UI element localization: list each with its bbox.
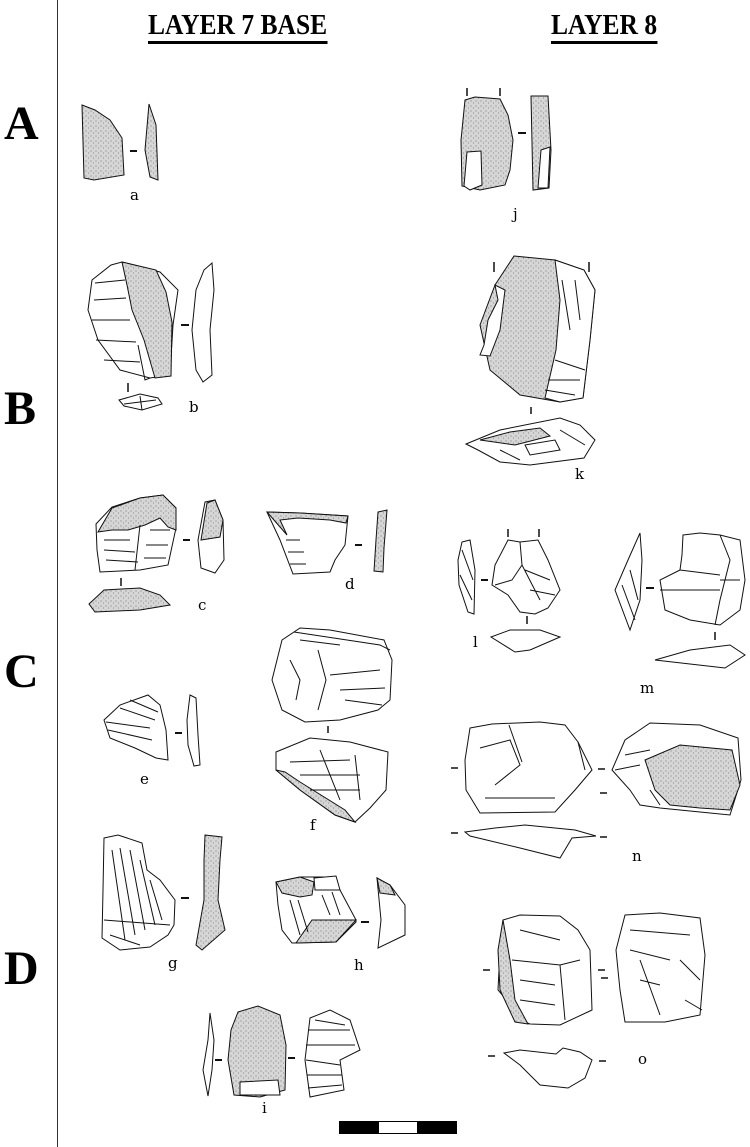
artifact-label-n: n — [632, 847, 642, 865]
scale-bar-segment — [417, 1122, 457, 1133]
artifact-label-h: h — [354, 956, 364, 974]
artifact-g — [101, 834, 226, 951]
artifact-label-c: c — [198, 596, 207, 614]
artifact-c — [88, 494, 225, 613]
artifact-label-j: j — [513, 205, 518, 223]
artifact-b — [87, 261, 215, 411]
artifact-label-a: a — [130, 186, 139, 204]
artifact-label-g: g — [168, 954, 178, 972]
artifact-h — [275, 875, 406, 949]
artifact-label-d: d — [345, 575, 355, 593]
artifact-m — [614, 532, 746, 669]
column-header-layer7base: LAYER 7 BASE — [148, 10, 328, 44]
row-label-a: A — [4, 97, 39, 150]
artifact-k — [464, 255, 596, 466]
scale-bar-segment — [378, 1122, 418, 1133]
artifact-label-m: m — [640, 679, 655, 697]
artifact-label-k: k — [575, 465, 585, 483]
artifact-label-i: i — [262, 1099, 267, 1117]
artifact-label-b: b — [189, 398, 199, 416]
artifact-n — [451, 721, 742, 859]
artifact-j — [460, 88, 552, 191]
row-label-d: D — [4, 942, 39, 995]
artifact-e — [103, 694, 201, 767]
artifact-o — [483, 912, 706, 1089]
column-header-layer8: LAYER 8 — [551, 10, 658, 44]
row-label-b: B — [4, 382, 37, 435]
scale-bar — [339, 1121, 457, 1134]
artifact-i — [202, 1005, 361, 1098]
artifact-label-f: f — [310, 816, 316, 834]
artifact-d — [265, 509, 388, 575]
artifact-label-o: o — [638, 1050, 648, 1068]
artifact-a — [81, 103, 159, 181]
row-label-c: C — [4, 645, 39, 698]
artifact-f — [271, 627, 393, 824]
row-divider-line — [57, 0, 58, 1147]
scale-bar-segment — [340, 1122, 379, 1133]
artifact-label-l: l — [473, 633, 478, 651]
artifact-label-e: e — [140, 770, 149, 788]
artifact-l — [457, 529, 562, 653]
